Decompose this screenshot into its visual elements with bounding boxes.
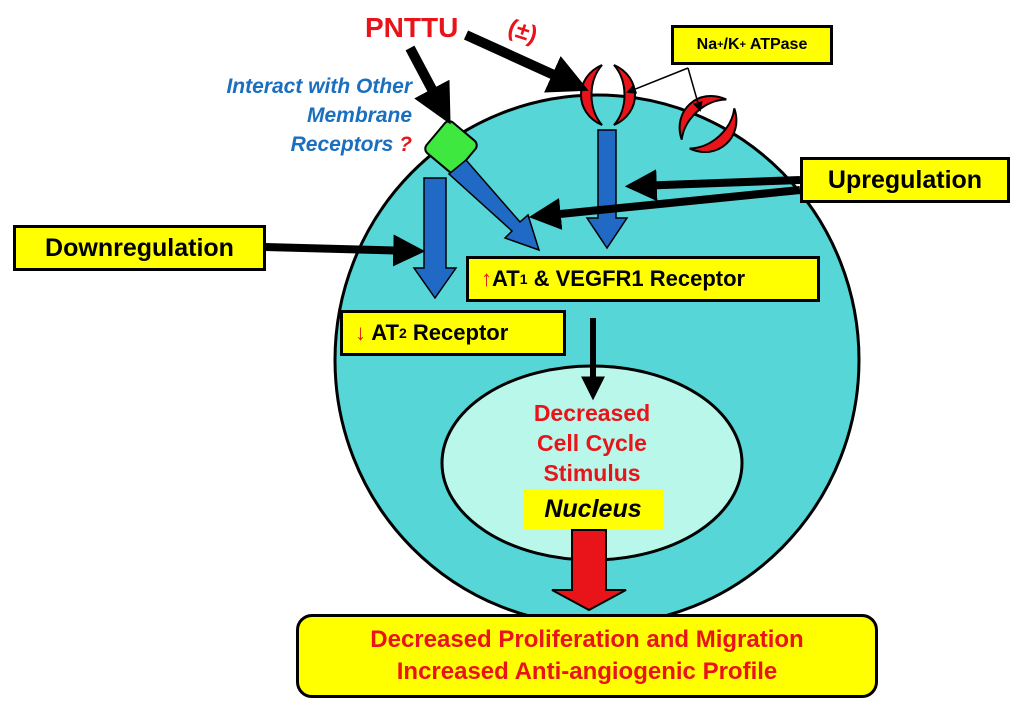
nucleus-label: Nucleus [523, 489, 663, 529]
atpase-middle: /K [723, 36, 740, 53]
drug-label: PNTTU [365, 12, 459, 43]
at1-rest: & VEGFR1 Receptor [527, 266, 746, 291]
downregulation-label: Downregulation [13, 225, 266, 271]
at1-at: AT [492, 266, 520, 291]
blue-arrow-receptor [585, 129, 629, 250]
outcome-line2: Increased Anti-angiogenic Profile [396, 658, 778, 685]
nucleus-line3: Stimulus [543, 460, 641, 486]
blue-arrow-diagonal [447, 158, 541, 252]
other-receptors-question: ? [399, 133, 412, 156]
down-arrow-icon: ↓ [355, 320, 366, 345]
atpase-sup2: + [739, 39, 746, 51]
nucleus-line1: Decreased [533, 400, 651, 426]
at1-sub: 1 [519, 271, 528, 287]
arrow-downregulation [264, 234, 426, 267]
receptor-side [678, 94, 738, 154]
atpase-sup1: + [717, 39, 724, 51]
at2-at: AT [366, 320, 399, 345]
arrow-upregulation-to-diagonal [528, 186, 801, 230]
other-receptors-text: Interact with Other Membrane Receptors ? [150, 72, 412, 159]
atpase-suffix: ATPase [745, 36, 808, 53]
up-arrow-icon: ↑ [481, 266, 492, 291]
outcome-box: Decreased Proliferation and Migration In… [296, 614, 878, 698]
at2-rest: Receptor [406, 320, 509, 345]
atpase-pointer-side [687, 67, 703, 112]
other-receptors-line1: Interact with Other [226, 75, 412, 98]
at2-sub: 2 [399, 325, 407, 341]
blue-arrow-left [412, 177, 458, 300]
other-receptors-line2: Membrane [306, 104, 412, 127]
atpase-prefix: Na [696, 36, 718, 53]
other-receptors-line3: Receptors [290, 133, 394, 156]
nucleus-text: Decreased Cell Cycle Stimulus [482, 398, 702, 488]
atpase-pointer-top [626, 67, 689, 94]
outcome-line1: Decreased Proliferation and Migration [370, 626, 804, 653]
arrow-upregulation-to-receptor-path [624, 169, 801, 202]
arrow-pnttu-to-green [405, 45, 451, 125]
nucleus-line2: Cell Cycle [537, 430, 647, 456]
red-outcome-arrow [551, 529, 627, 612]
other-receptors-line3-row: Receptors ? [150, 130, 412, 159]
upregulation-label: Upregulation [800, 157, 1010, 203]
arrow-pnttu-to-receptor [463, 30, 589, 93]
atpase-label: Na+/K+ ATPase [671, 25, 833, 65]
